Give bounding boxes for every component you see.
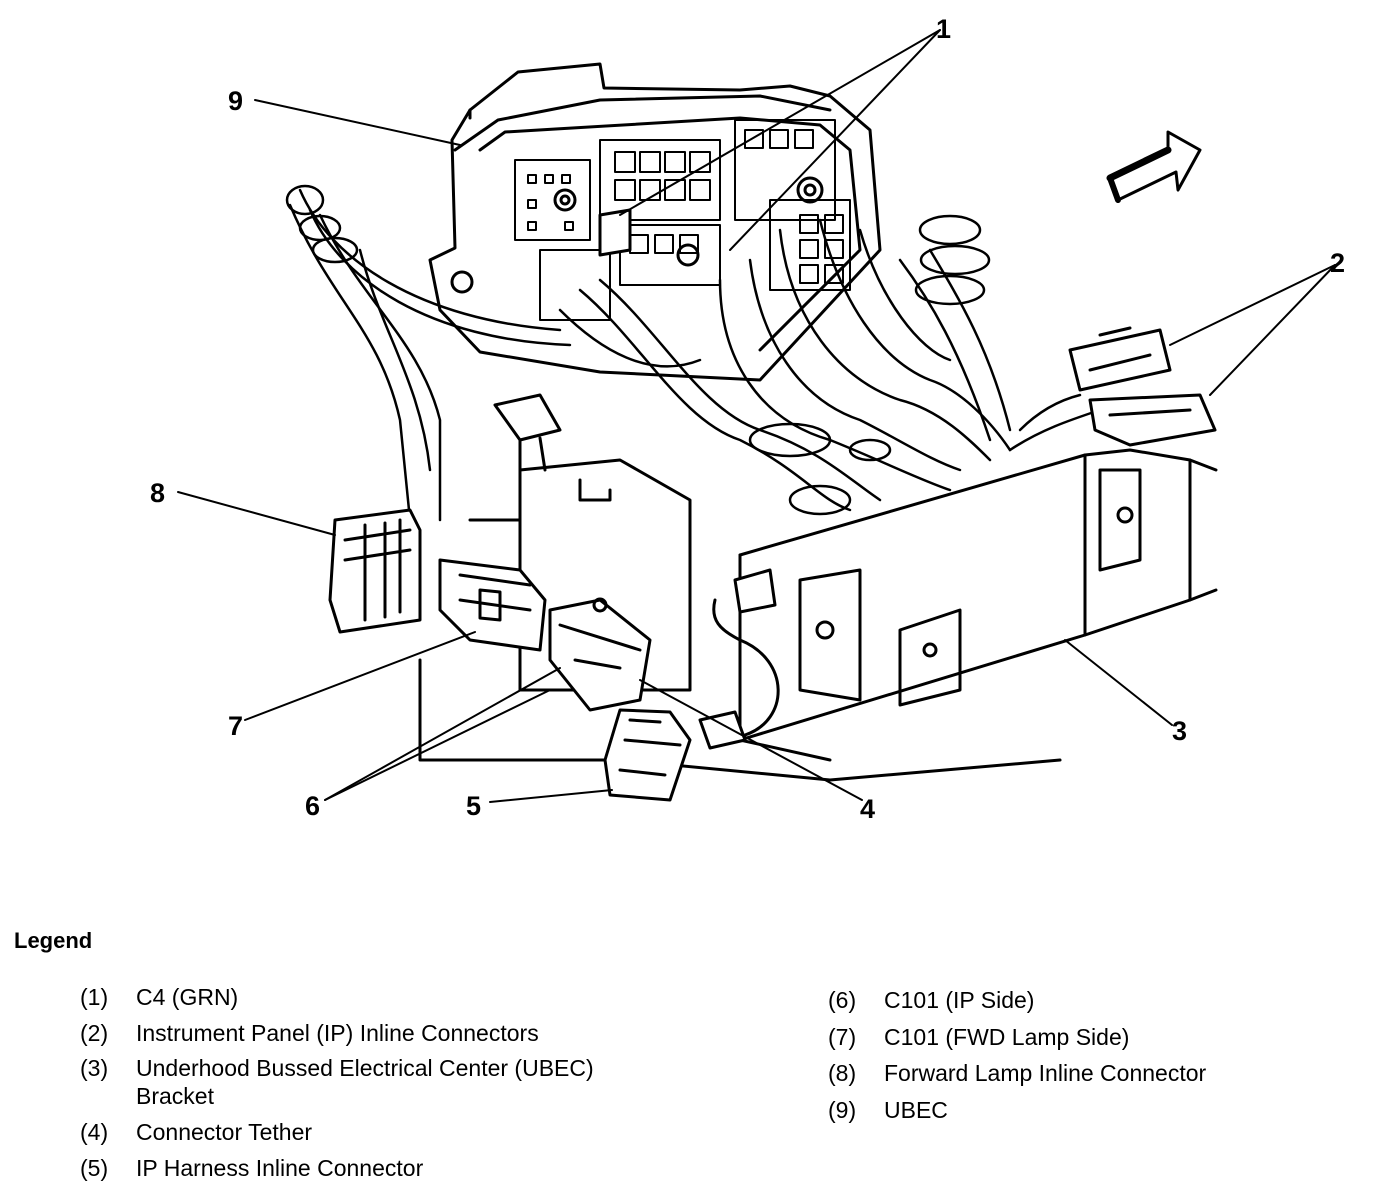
legend-number: (6)	[828, 987, 857, 1013]
ip-harness-inline-connector	[603, 708, 692, 802]
legend-text: C101 (IP Side)	[884, 987, 1035, 1013]
legend-number: (5)	[80, 1155, 109, 1181]
legend-text-continued: Bracket	[136, 1083, 214, 1109]
legend-text: Connector Tether	[136, 1119, 313, 1145]
callout-8: 8	[150, 478, 165, 508]
c101-fwd-lamp-side-connector	[438, 558, 547, 652]
legend-number: (2)	[80, 1020, 109, 1046]
ubec-box	[428, 62, 882, 382]
c101-ip-side-connector	[548, 597, 652, 712]
callout-9: 9	[228, 86, 243, 116]
callout-5: 5	[466, 791, 481, 821]
legend-text: C4 (GRN)	[136, 984, 239, 1010]
callout-7: 7	[228, 711, 243, 741]
leader-lines	[177, 29, 1336, 803]
callout-6: 6	[305, 791, 320, 821]
legend-number: (3)	[80, 1055, 109, 1081]
wiring-harness	[285, 184, 1102, 522]
ubec-harness-illustration: 1 2 3 4 5 6 7 8 9	[150, 14, 1345, 824]
legend-number: (8)	[828, 1060, 857, 1086]
legend-text: C101 (FWD Lamp Side)	[884, 1024, 1130, 1050]
connector-tether	[698, 568, 780, 750]
callout-3: 3	[1172, 716, 1187, 746]
legend-text: Underhood Bussed Electrical Center (UBEC…	[136, 1055, 594, 1081]
callout-4: 4	[860, 794, 875, 824]
legend-title: Legend	[14, 928, 93, 953]
callout-2: 2	[1330, 248, 1345, 278]
forward-lamp-inline-connector	[328, 508, 422, 634]
legend-text: IP Harness Inline Connector	[136, 1155, 424, 1181]
legend-number: (1)	[80, 984, 109, 1010]
direction-arrow-icon	[1106, 130, 1202, 203]
legend-number: (4)	[80, 1119, 109, 1145]
legend-number: (7)	[828, 1024, 857, 1050]
ip-inline-connectors	[1068, 326, 1217, 447]
legend-number: (9)	[828, 1097, 857, 1123]
legend-text: Forward Lamp Inline Connector	[884, 1060, 1207, 1086]
legend-text: Instrument Panel (IP) Inline Connectors	[136, 1020, 539, 1046]
callout-1: 1	[936, 14, 951, 44]
legend-text: UBEC	[884, 1097, 948, 1123]
